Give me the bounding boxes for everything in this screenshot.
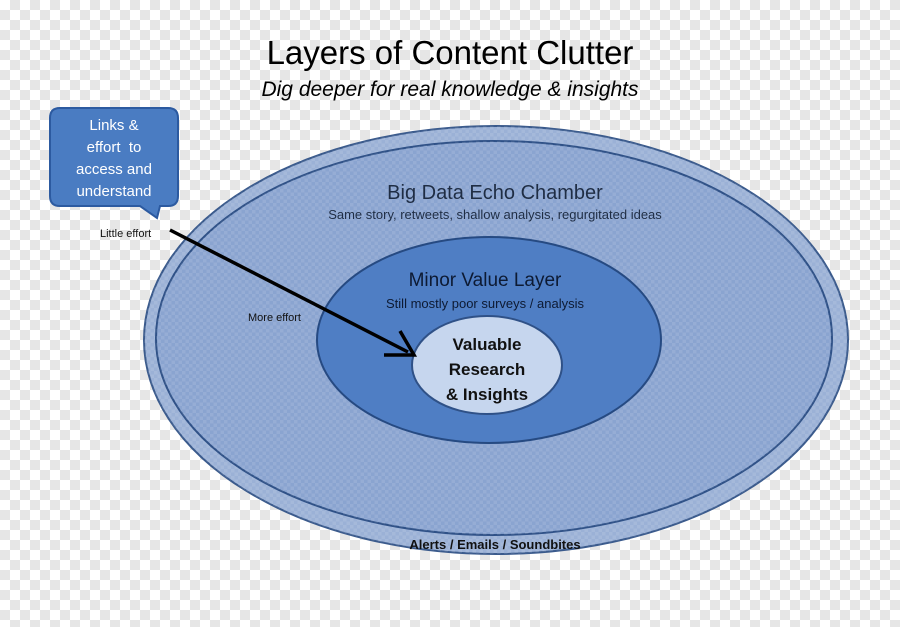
more-effort-label: More effort (248, 312, 301, 324)
callout-line-1: Links & (89, 117, 139, 134)
diagram-title: Layers of Content Clutter (266, 34, 634, 71)
core-label: Valuable Research & Insights (412, 332, 562, 407)
callout-line-3: access and (76, 161, 152, 178)
diagram-subtitle: Dig deeper for real knowledge & insights (261, 78, 639, 101)
callout-bubble (49, 107, 179, 220)
effort-arrow-head (384, 330, 418, 357)
core-label-line-2: Research (448, 360, 526, 379)
echo-chamber-heading: Big Data Echo Chamber (387, 182, 603, 204)
minor-layer-heading: Minor Value Layer (408, 270, 562, 291)
core-label-line-3: & Insights (445, 385, 529, 404)
core-ellipse (411, 315, 563, 415)
effort-arrow-shaft (169, 228, 409, 354)
callout-line-4: understand (76, 183, 152, 200)
outer-ring-bottom-label: Alerts / Emails / Soundbites (409, 537, 581, 552)
minor-layer-subtext: Still mostly poor surveys / analysis (386, 296, 584, 311)
little-effort-label: Little effort (100, 228, 152, 240)
core-label-line-1: Valuable (452, 335, 522, 354)
echo-chamber-subtext: Same story, retweets, shallow analysis, … (328, 207, 662, 222)
callout-text: Links & effort to access and understand (52, 115, 176, 203)
callout-line-2: effort to (86, 139, 142, 156)
